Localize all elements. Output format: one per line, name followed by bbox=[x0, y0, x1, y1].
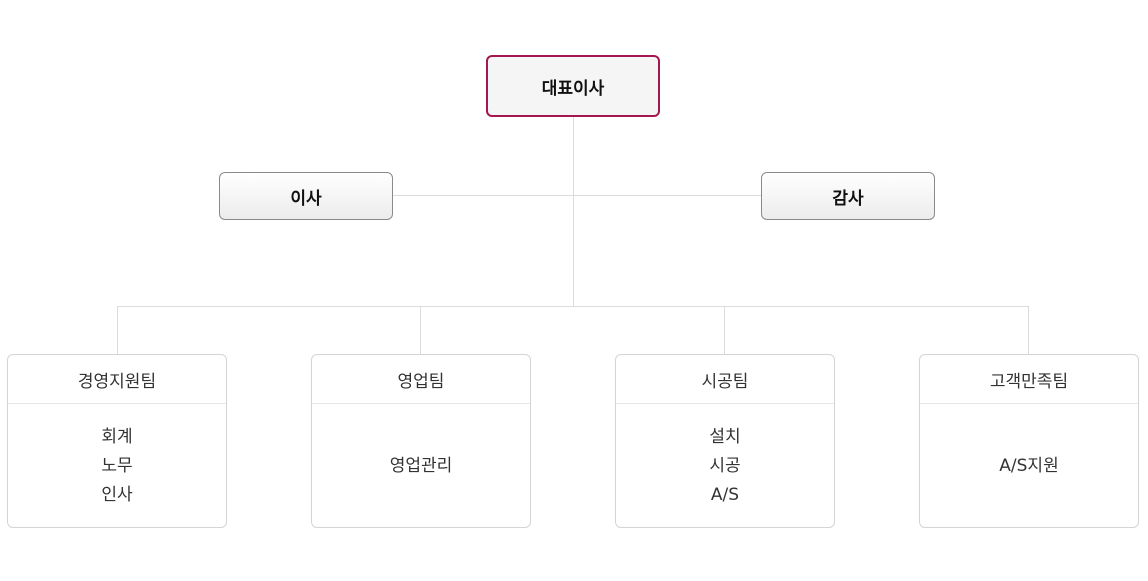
connector-team-3 bbox=[724, 306, 725, 354]
auditor-node: 감사 bbox=[761, 172, 935, 220]
team-duty: 인사 bbox=[101, 484, 133, 505]
team-duties: 회계 노무 인사 bbox=[8, 404, 226, 528]
team-customer-satisfaction: 고객만족팀 A/S지원 bbox=[919, 354, 1139, 528]
connector-team-4 bbox=[1028, 306, 1029, 354]
team-duties: 영업관리 bbox=[312, 404, 530, 528]
team-duty: A/S지원 bbox=[999, 455, 1059, 476]
team-duty: 설치 bbox=[709, 426, 741, 447]
director-node: 이사 bbox=[219, 172, 393, 220]
team-duty: 회계 bbox=[101, 426, 133, 447]
team-sales: 영업팀 영업관리 bbox=[311, 354, 531, 528]
team-duty: 시공 bbox=[709, 455, 741, 476]
connector-ceo-vertical bbox=[573, 117, 574, 306]
connector-teams-horizontal bbox=[117, 306, 1029, 307]
team-management-support: 경영지원팀 회계 노무 인사 bbox=[7, 354, 227, 528]
team-title: 경영지원팀 bbox=[8, 355, 226, 404]
connector-team-2 bbox=[420, 306, 421, 354]
team-duty: 영업관리 bbox=[389, 455, 453, 476]
team-title: 시공팀 bbox=[616, 355, 834, 404]
team-duties: A/S지원 bbox=[920, 404, 1138, 528]
connector-team-1 bbox=[117, 306, 118, 354]
connector-side-horizontal bbox=[392, 195, 762, 196]
auditor-label: 감사 bbox=[832, 188, 864, 209]
ceo-node: 대표이사 bbox=[486, 55, 660, 117]
team-duty: A/S bbox=[710, 484, 740, 505]
team-duties: 설치 시공 A/S bbox=[616, 404, 834, 528]
director-label: 이사 bbox=[290, 188, 322, 209]
team-title: 영업팀 bbox=[312, 355, 530, 404]
team-duty: 노무 bbox=[101, 455, 133, 476]
team-construction: 시공팀 설치 시공 A/S bbox=[615, 354, 835, 528]
team-title: 고객만족팀 bbox=[920, 355, 1138, 404]
ceo-label: 대표이사 bbox=[541, 78, 605, 99]
